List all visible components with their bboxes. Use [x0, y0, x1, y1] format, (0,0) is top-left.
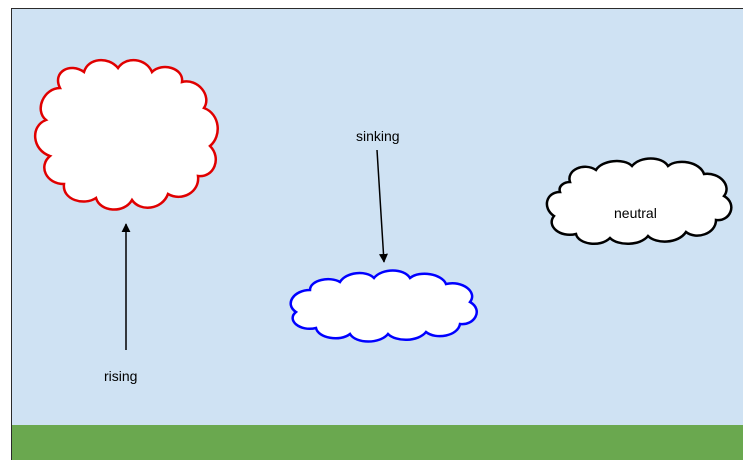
- neutral-label: neutral: [614, 205, 657, 221]
- neutral-cloud: [547, 159, 731, 244]
- sinking-cloud: [291, 271, 477, 342]
- sinking-label: sinking: [356, 128, 400, 144]
- rising-cloud: [35, 60, 218, 209]
- rising-label: rising: [104, 368, 137, 384]
- sinking-arrow: [377, 150, 384, 262]
